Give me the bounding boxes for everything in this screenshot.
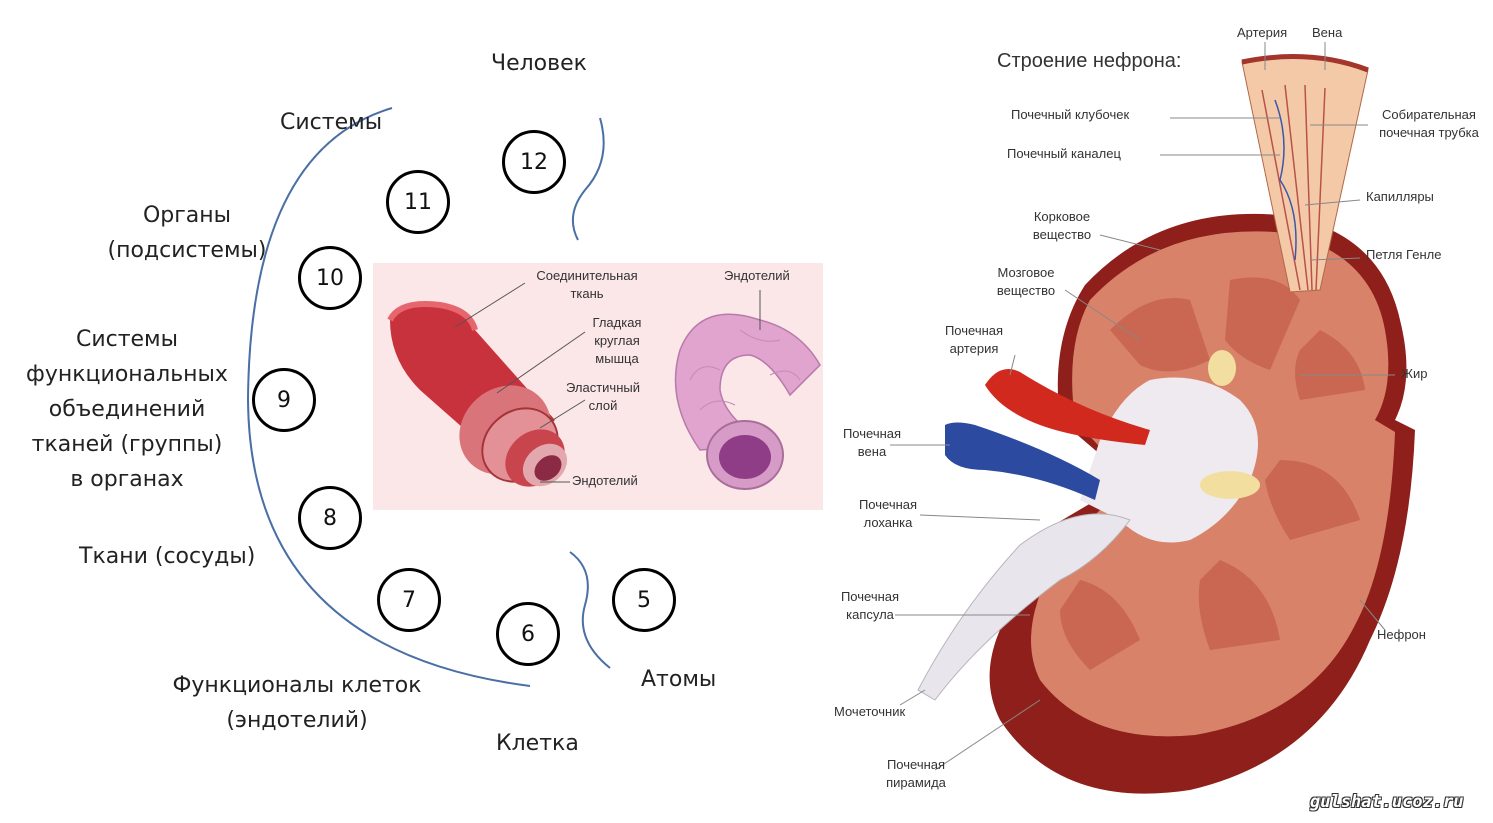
level-cell: Клетка (496, 731, 579, 756)
label-vein: Вена (1312, 25, 1343, 40)
circle-12: 12 (502, 130, 566, 194)
level-atoms: Атомы (641, 667, 717, 692)
circle-6: 6 (496, 602, 560, 666)
label-glomerulus: Почечный клубочек (1011, 107, 1130, 122)
top-small-arc (571, 117, 605, 241)
label-endothelium-vessel: Эндотелий (572, 473, 638, 488)
label-artery: Артерия (1237, 25, 1288, 40)
label-nephron: Нефрон (1377, 627, 1426, 642)
label-connective-tissue: Соединительная ткань (536, 268, 638, 301)
circle-10: 10 (298, 246, 362, 310)
level-person: Человек (491, 51, 587, 76)
level-functional-systems: Системы функциональных объединений ткане… (26, 327, 228, 492)
circle-7: 7 (377, 568, 441, 632)
label-medulla: Мозговое вещество (996, 265, 1056, 298)
label-collecting-duct: Собирательная почечная трубка (1379, 107, 1479, 140)
label-loop-of-henle: Петля Генле (1366, 247, 1442, 262)
watermark: gulshat.ucoz.ru (1310, 792, 1464, 812)
label-cortex: Корковое вещество (1032, 209, 1092, 242)
level-organs: Органы (подсистемы) (107, 203, 267, 263)
label-elastic-layer: Эластичный слой (565, 380, 640, 413)
label-renal-artery: Почечная артерия (944, 323, 1004, 356)
circle-11: 11 (386, 170, 450, 234)
label-tubule: Почечный каналец (1007, 146, 1121, 161)
level-tissues: Ткани (сосуды) (79, 544, 256, 569)
label-ureter: Мочеточник (834, 704, 906, 719)
label-renal-capsule: Почечная капсула (840, 589, 900, 622)
big-arc (246, 107, 531, 687)
label-smooth-muscle: Гладкая круглая мышца (592, 315, 642, 366)
label-capillaries: Капилляры (1366, 189, 1434, 204)
label-fat: Жир (1401, 366, 1428, 381)
label-renal-pelvis: Почечная лоханка (858, 497, 918, 530)
kidney-title: Строение нефрона: (997, 50, 1182, 72)
level-cell-functionals: Функционалы клеток (эндотелий) (172, 673, 422, 733)
label-renal-vein: Почечная вена (842, 426, 902, 459)
circle-8: 8 (298, 486, 362, 550)
circle-5: 5 (612, 568, 676, 632)
label-endothelium-capillary: Эндотелий (724, 268, 790, 283)
circle-9: 9 (252, 368, 316, 432)
label-renal-pyramid: Почечная пирамида (886, 757, 946, 790)
bottom-small-arc (569, 551, 611, 669)
level-systems: Системы (280, 110, 383, 135)
